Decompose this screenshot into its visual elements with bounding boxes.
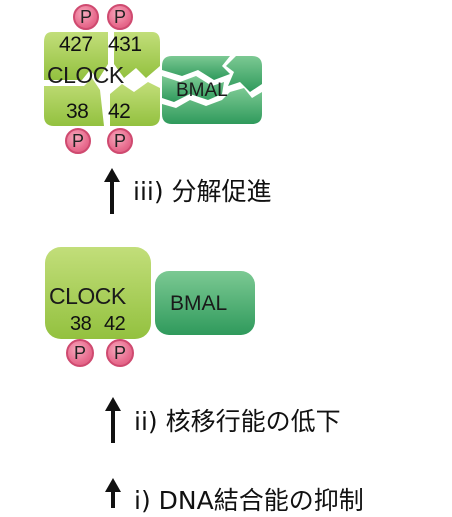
step2-label: ii) 核移行能の低下 [134, 407, 341, 436]
degraded-complex: P P 427 431 CLOCK 38 42 [0, 0, 452, 160]
up-arrow-step1 [105, 478, 121, 508]
phospho-tag-bottom-left: P [65, 128, 91, 154]
clock-protein [45, 247, 151, 339]
bmal-label: BMAL [170, 292, 228, 315]
step1-label: i) DNA結合能の抑制 [134, 486, 364, 515]
step3-label: iii) 分解促進 [133, 177, 272, 206]
site-number-38: 38 [70, 313, 92, 335]
phospho-tag-top-right: P [107, 4, 133, 30]
phospho-tag-bottom-right: P [107, 128, 133, 154]
clock-label: CLOCK [49, 283, 126, 309]
site-number-42: 42 [104, 313, 126, 335]
clock-protein-fragmented [44, 32, 160, 126]
site-number-42-top: 42 [108, 100, 131, 123]
up-arrow-step3 [104, 168, 120, 214]
up-arrow-step2 [105, 397, 121, 443]
clock-label-top: CLOCK [47, 62, 124, 88]
phospho-tag-left: P [66, 339, 94, 367]
site-number-431: 431 [108, 33, 142, 56]
bmal-protein-fragmented [162, 56, 262, 124]
phospho-tag-right: P [106, 339, 134, 367]
bmal-label-top: BMAL [176, 80, 228, 101]
phospho-tag-top-left: P [73, 4, 99, 30]
site-number-427: 427 [59, 33, 93, 56]
intact-complex: CLOCK 38 42 BMAL P P [0, 240, 452, 375]
bmal-protein [155, 271, 255, 335]
site-number-38-top: 38 [66, 100, 89, 123]
